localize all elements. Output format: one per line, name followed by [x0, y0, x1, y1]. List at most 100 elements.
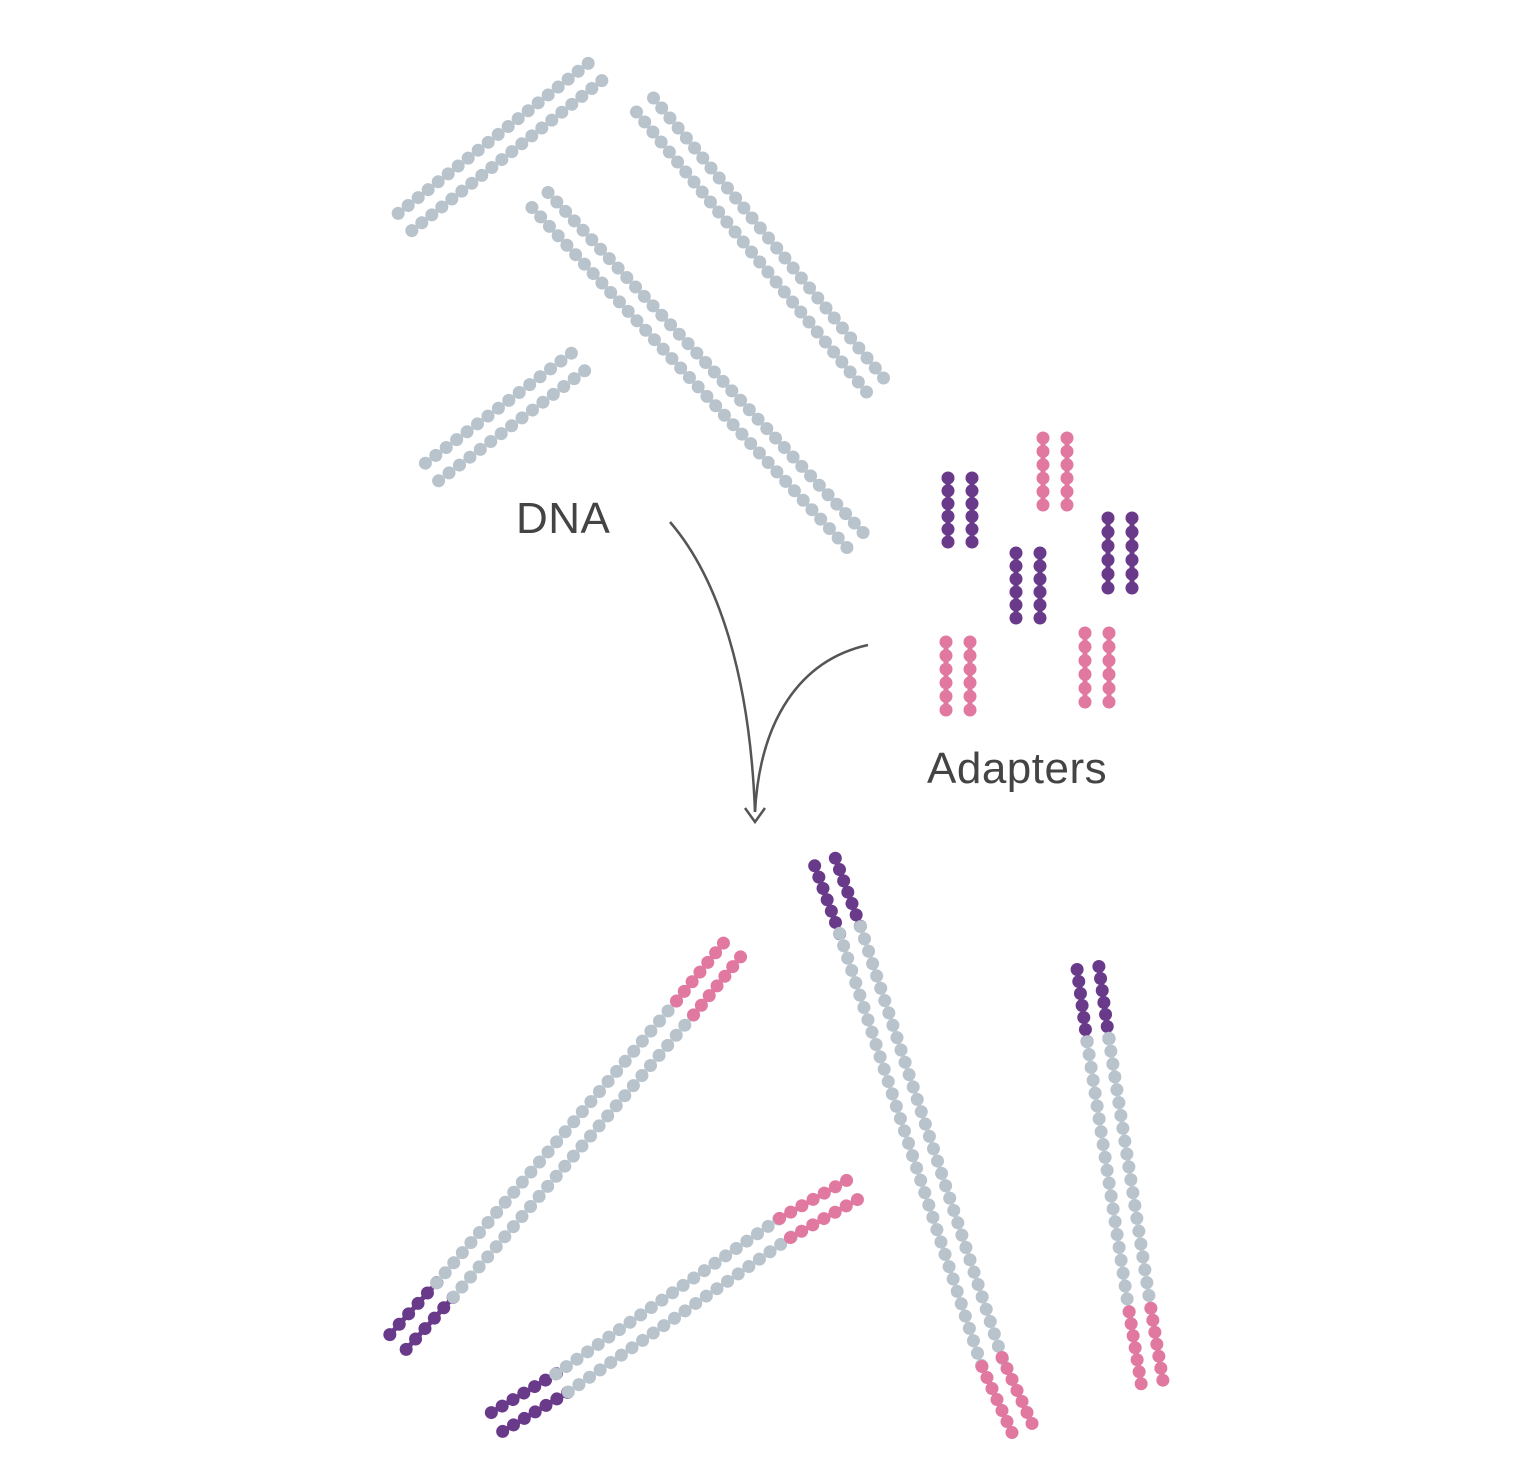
nucleotide-bead — [604, 285, 618, 299]
nucleotide-bead — [1102, 626, 1116, 640]
nucleotide-bead — [565, 97, 579, 111]
nucleotide-bead — [744, 437, 758, 451]
nucleotide-bead — [951, 1216, 965, 1230]
nucleotide-bead — [881, 1075, 895, 1089]
nucleotide-bead — [858, 932, 872, 946]
nucleotide-bead — [761, 265, 775, 279]
nucleotide-bead — [1100, 1019, 1114, 1033]
nucleotide-bead — [906, 1149, 920, 1163]
nucleotide-bead — [1120, 1292, 1134, 1306]
nucleotide-bead — [778, 251, 792, 265]
nucleotide-bead — [442, 466, 456, 480]
nucleotide-bead — [593, 1363, 607, 1377]
nucleotide-bead — [601, 1074, 615, 1088]
nucleotide-bead — [839, 507, 853, 521]
nucleotide-bead — [560, 238, 574, 252]
nucleotide-bead — [831, 531, 845, 545]
nucleotide-bead — [455, 184, 469, 198]
nucleotide-bead — [626, 1079, 640, 1093]
nucleotide-bead — [1128, 1198, 1142, 1212]
nucleotide-bead — [695, 185, 709, 199]
nucleotide-bead — [592, 1119, 606, 1133]
nucleotide-bead — [816, 881, 830, 895]
adapters-label: Adapters — [927, 744, 1108, 793]
nucleotide-bead — [682, 370, 696, 384]
nucleotide-bead — [1094, 1125, 1108, 1139]
nucleotide-bead — [1060, 471, 1074, 485]
nucleotide-bead — [672, 327, 686, 341]
nucleotide-bead — [663, 111, 677, 125]
nucleotide-bead — [685, 975, 699, 989]
nucleotide-bead — [1015, 1394, 1029, 1408]
nucleotide-bead — [391, 206, 405, 220]
nucleotide-bead — [770, 241, 784, 255]
nucleotide-bead — [669, 994, 683, 1008]
nucleotide-bead — [1108, 1215, 1122, 1229]
nucleotide-bead — [1099, 1007, 1113, 1021]
nucleotide-bead — [1036, 498, 1050, 512]
nucleotide-bead — [501, 120, 515, 134]
nucleotide-bead — [856, 526, 870, 540]
nucleotide-bead — [926, 1142, 940, 1156]
nucleotide-bead — [1033, 559, 1047, 573]
nucleotide-bead — [769, 275, 783, 289]
nucleotide-bead — [712, 205, 726, 219]
nucleotide-bead — [941, 497, 955, 511]
strand-backbone — [1084, 1039, 1132, 1315]
nucleotide-bead — [1095, 983, 1109, 997]
nucleotide-bead — [958, 1309, 972, 1323]
nucleotide-bead — [805, 503, 819, 517]
nucleotide-bead — [435, 200, 449, 214]
nucleotide-bead — [481, 135, 495, 149]
nucleotide-bead — [830, 497, 844, 511]
nucleotide-bead — [667, 1311, 681, 1325]
nucleotide-bead — [506, 1418, 520, 1432]
nucleotide-bead — [1101, 511, 1115, 525]
nucleotide-bead — [734, 950, 748, 964]
ligated-fragment — [383, 936, 748, 1356]
nucleotide-bead — [835, 321, 849, 335]
nucleotide-bead — [1154, 1361, 1168, 1375]
nucleotide-bead — [1075, 999, 1089, 1013]
nucleotide-bead — [544, 362, 558, 376]
nucleotide-bead — [708, 1256, 722, 1270]
nucleotide-bead — [481, 1215, 495, 1229]
nucleotide-bead — [521, 104, 535, 118]
nucleotide-bead — [665, 352, 679, 366]
nucleotide-bead — [882, 1006, 896, 1020]
nucleotide-bead — [701, 955, 715, 969]
nucleotide-bead — [850, 1193, 864, 1207]
nucleotide-bead — [1118, 1134, 1132, 1148]
nucleotide-bead — [446, 1290, 460, 1304]
nucleotide-bead — [991, 1339, 1005, 1353]
nucleotide-bead — [966, 1334, 980, 1348]
nucleotide-bead — [1112, 1240, 1126, 1254]
nucleotide-bead — [1005, 1372, 1019, 1386]
nucleotide-bead — [1112, 1096, 1126, 1110]
nucleotide-bead — [571, 64, 585, 78]
nucleotide-bead — [1073, 987, 1087, 1001]
arrows-group — [669, 521, 869, 825]
nucleotide-bead — [845, 963, 859, 977]
nucleotide-bead — [515, 1175, 529, 1189]
nucleotide-bead — [517, 1411, 531, 1425]
nucleotide-bead — [1140, 1276, 1154, 1290]
nucleotide-bead — [821, 488, 835, 502]
nucleotide-bead — [762, 231, 775, 245]
nucleotide-bead — [515, 1210, 529, 1224]
nucleotide-bead — [1033, 572, 1047, 586]
nucleotide-bead — [1000, 1361, 1014, 1375]
nucleotide-bead — [963, 703, 977, 717]
nucleotide-bead — [541, 1179, 555, 1193]
nucleotide-bead — [575, 1139, 589, 1153]
nucleotide-bead — [950, 1284, 964, 1298]
nucleotide-bead — [734, 393, 748, 407]
nucleotide-bead — [551, 229, 565, 243]
nucleotide-bead — [1125, 553, 1139, 567]
nucleotide-bead — [820, 893, 834, 907]
nucleotide-bead — [833, 926, 847, 940]
nucleotide-bead — [817, 1186, 831, 1200]
nucleotide-bead — [893, 1112, 907, 1126]
nucleotide-bead — [941, 471, 955, 485]
nucleotide-bead — [463, 450, 477, 464]
